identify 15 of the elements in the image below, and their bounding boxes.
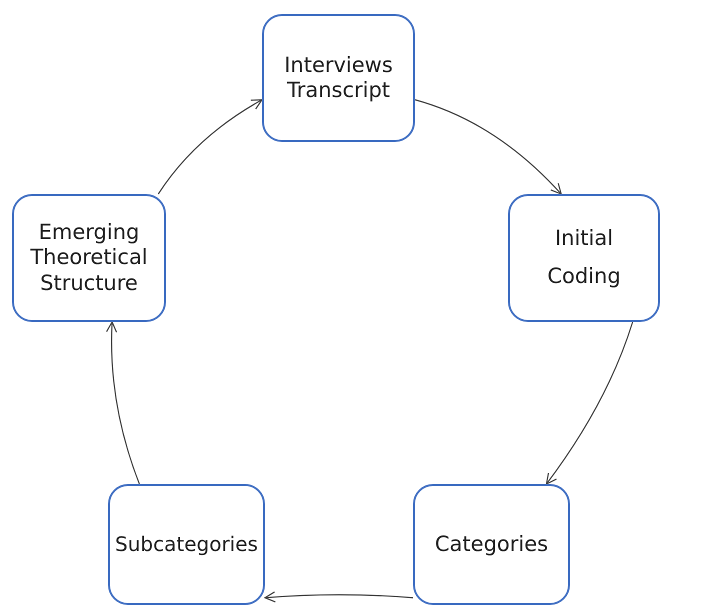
process-box <box>413 484 570 605</box>
process-box <box>508 194 660 322</box>
box-label: Interviews Transcript <box>283 52 394 104</box>
box-label: Categories <box>434 531 548 558</box>
box-label: Initial Coding <box>546 225 622 290</box>
curved-arrow <box>546 322 634 485</box>
curved-arrow <box>414 99 562 195</box>
process-box <box>108 484 265 605</box>
curved-arrow <box>264 591 414 603</box>
curved-arrow <box>158 99 263 194</box>
box-label: Emerging Theoretical Structure <box>29 220 149 296</box>
curved-arrow <box>106 321 140 484</box>
process-box <box>262 14 415 142</box>
box-label: Subcategories <box>115 532 258 557</box>
process-box <box>12 194 166 322</box>
